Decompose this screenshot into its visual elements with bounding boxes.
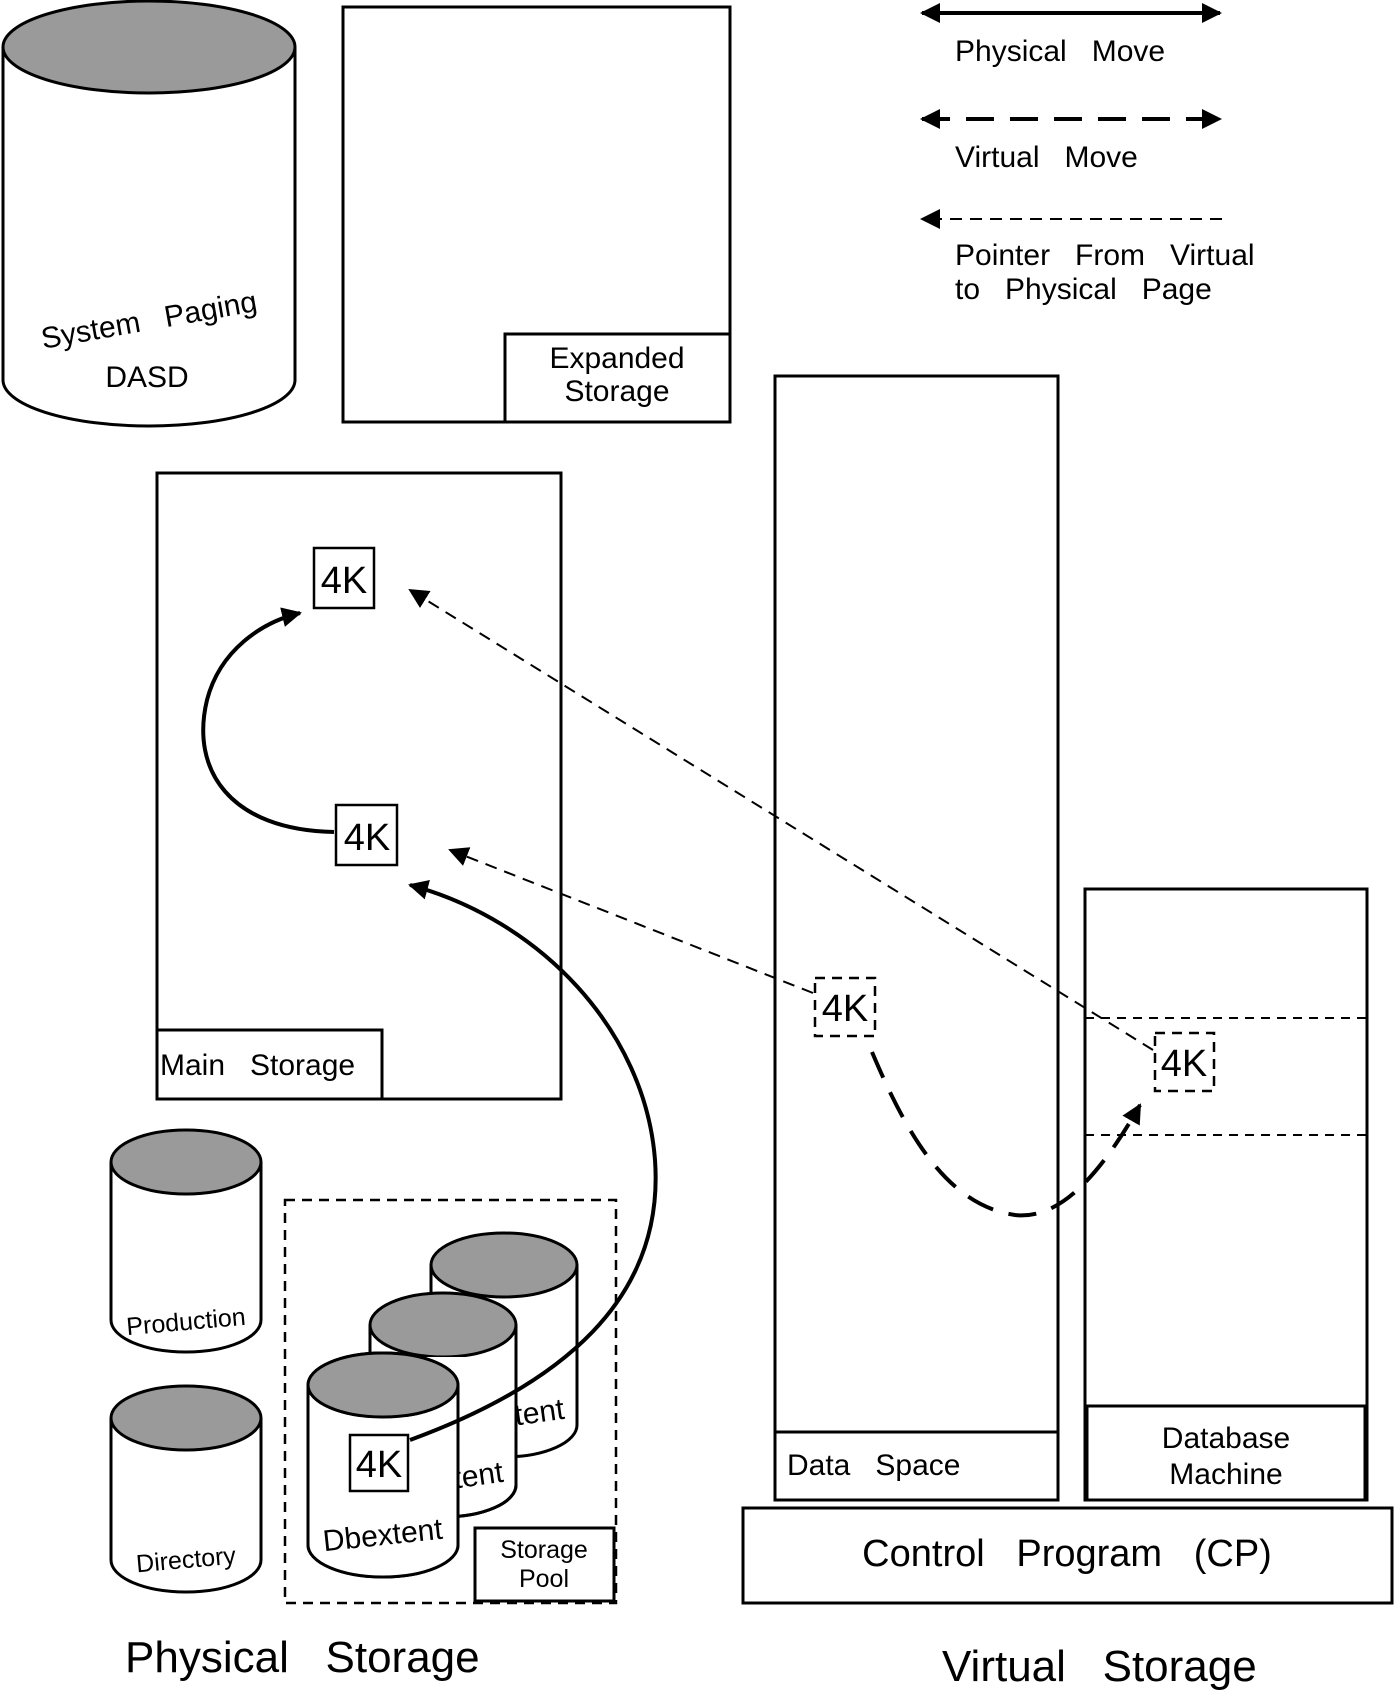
main-storage-label: Main Storage (160, 1049, 355, 1082)
cylinder-top (368, 1291, 518, 1359)
virtual-storage-title: Virtual Storage (942, 1642, 1257, 1691)
main-storage-page-top (312, 546, 376, 610)
main-storage-label-box (155, 1028, 384, 1101)
storage-pool: Dbextent Dbextent Dbextent 4K Storage Po… (283, 1198, 618, 1605)
data-space-page (813, 976, 877, 1038)
legend: Physical Move Virtual Move Pointer From … (920, 3, 1255, 306)
database-machine-page-label: 4K (1161, 1043, 1207, 1085)
data-space-page-label: 4K (822, 988, 868, 1030)
physical-storage-title: Physical Storage (125, 1633, 480, 1682)
cylinder-top (109, 1128, 263, 1196)
database-machine-label-box (1085, 1404, 1367, 1502)
main-storage: Main Storage 4K 4K (155, 471, 563, 1101)
arrows (201, 588, 1154, 1442)
legend-physical-move-label: Physical Move (955, 35, 1165, 68)
legend-pointer-label-line2: to Physical Page (955, 273, 1212, 306)
system-paging-dasd: System Paging DASD (1, 0, 297, 428)
physical-move-arrow-main (201, 607, 335, 834)
expanded-storage-label-line2: Storage (564, 375, 669, 408)
legend-pointer-label-line1: Pointer From Virtual (955, 239, 1255, 272)
data-space-label: Data Space (787, 1449, 960, 1482)
control-program-label: Control Program (CP) (862, 1533, 1272, 1575)
database-machine-label-line1: Database (1162, 1422, 1290, 1455)
database-machine-label-line2: Machine (1169, 1458, 1282, 1491)
cylinder-top (109, 1384, 263, 1452)
expanded-storage: Expanded Storage (341, 5, 732, 424)
main-storage-page-top-label: 4K (321, 560, 367, 602)
pointer-arrow-data-space (448, 847, 814, 994)
storage-pool-boundary (283, 1198, 618, 1605)
legend-virtual-move-label: Virtual Move (955, 141, 1138, 174)
dbextent-page (348, 1433, 410, 1493)
virtual-move-arrow (870, 1051, 1142, 1218)
data-space: Data Space 4K (773, 374, 1060, 1502)
control-program: Control Program (CP) (741, 1506, 1394, 1605)
system-paging-label-line2: DASD (105, 361, 188, 394)
storage-pool-label-box (473, 1526, 616, 1603)
main-storage-page-mid-label: 4K (344, 817, 390, 859)
cylinder-top (1, 0, 297, 95)
cylinder-top (429, 1231, 579, 1299)
storage-pool-label-line1: Storage (500, 1536, 588, 1564)
expanded-storage-label-box (503, 332, 732, 424)
main-storage-page-mid (334, 803, 399, 867)
dbextent-page-label: 4K (356, 1444, 402, 1486)
directory-minidisk: Directory (109, 1384, 263, 1594)
expanded-storage-label-line1: Expanded (549, 342, 684, 375)
database-machine: Database Machine 4K (1083, 887, 1369, 1502)
physical-move-arrow-dbextent (408, 880, 658, 1442)
storage-pool-label-line2: Pool (519, 1565, 569, 1593)
data-space-label-box (773, 1430, 1060, 1502)
database-machine-page (1153, 1031, 1216, 1093)
production-minidisk: Production (109, 1128, 263, 1354)
pointer-arrow-database-machine (408, 588, 1154, 1051)
